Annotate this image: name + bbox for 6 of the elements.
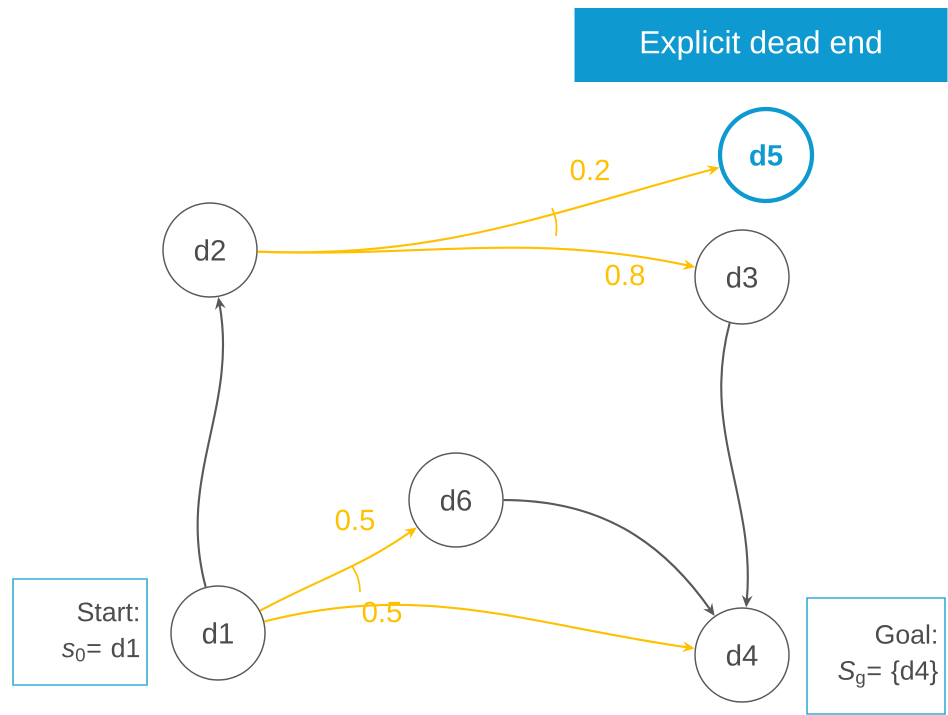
- info-box: Goal: S$_{g}$= {d4}: [806, 597, 946, 715]
- edge-label: 0.5: [336, 510, 374, 530]
- edge-label: 0.8: [606, 264, 644, 286]
- title-banner: Explicit dead end: [574, 8, 948, 82]
- info-box: Start: s$_{0}$= d1: [12, 578, 148, 686]
- edge-label: 0.2: [570, 160, 609, 180]
